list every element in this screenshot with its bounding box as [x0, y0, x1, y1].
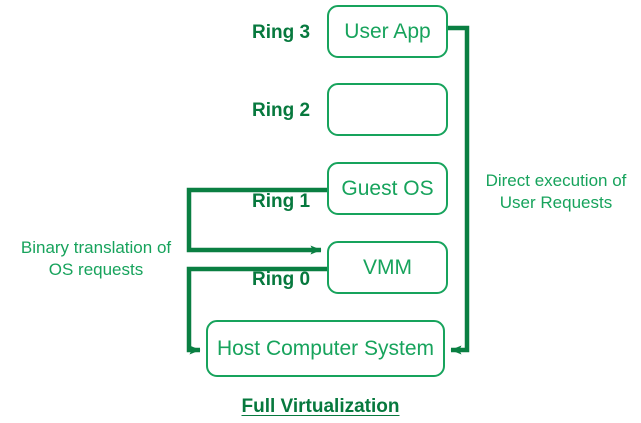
diagram-caption: Full Virtualization [241, 396, 400, 417]
connector-vmm-to-host [186, 266, 327, 355]
ring-label-2: Ring 2 [252, 100, 311, 121]
box-ring2-empty[interactable] [327, 83, 448, 136]
box-user-app-label: User App [344, 20, 431, 43]
ring-label-1: Ring 1 [252, 191, 311, 212]
box-host-computer-system-label: Host Computer System [216, 337, 435, 360]
connector-guest-os-to-vmm [186, 187, 327, 255]
box-vmm[interactable]: VMM [327, 241, 448, 294]
box-vmm-label: VMM [363, 256, 412, 279]
box-guest-os[interactable]: Guest OS [327, 162, 448, 215]
ring-label-0: Ring 0 [252, 269, 311, 290]
ring-label-3: Ring 3 [252, 22, 311, 43]
box-host-computer-system[interactable]: Host Computer System [206, 320, 445, 377]
annotation-binary-translation: Binary translation of OS requests [20, 238, 172, 279]
box-user-app[interactable]: User App [327, 5, 448, 58]
connector-user-app-to-host [448, 25, 470, 355]
box-guest-os-label: Guest OS [341, 177, 434, 200]
annotation-direct-execution: Direct execution of User Requests [485, 171, 627, 212]
